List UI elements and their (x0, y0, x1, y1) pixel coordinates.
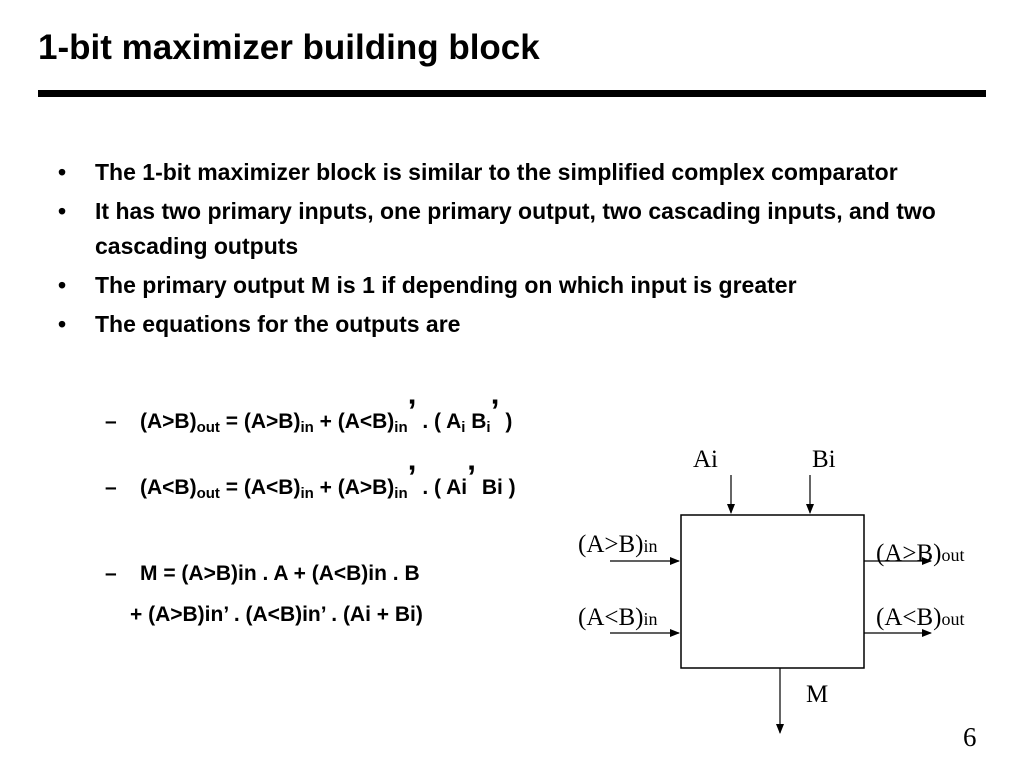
eq-term: (A<B) (140, 476, 197, 499)
eq-subscript: in (394, 485, 408, 502)
bullet-dot: • (58, 311, 67, 337)
eq-term: ) (499, 410, 513, 433)
label-subscript: in (643, 536, 658, 556)
bullet-item: • The primary output M is 1 if depending… (58, 268, 958, 303)
label-main: (A>B) (578, 531, 644, 558)
eq-prime: ’ (467, 459, 476, 495)
maximizer-block (680, 514, 865, 669)
equation-gt-out: – (A>B)out = (A>B)in + (A<B)in’ . ( Ai B… (105, 395, 513, 436)
dash-marker: – (105, 476, 117, 499)
dash-marker: – (105, 410, 117, 433)
eq-term: (A>B) (140, 410, 197, 433)
output-m-label: M (806, 681, 829, 708)
equation-m: – M = (A>B)in . A + (A<B)in . B (105, 562, 420, 586)
cascade-in-gt-label: (A>B)in (578, 532, 658, 557)
bullet-item: • The 1-bit maximizer block is similar t… (58, 155, 958, 190)
bullet-text: The equations for the outputs are (95, 311, 461, 337)
eq-term: = (A>B) (219, 410, 301, 433)
cascade-out-lt-label: (A<B)out (876, 605, 965, 630)
eq-subscript: i (486, 419, 491, 436)
cascade-out-gt-label: (A>B)out (876, 541, 965, 566)
label-main: (A>B) (876, 540, 942, 567)
bullet-dot: • (58, 272, 67, 298)
dash-marker: – (105, 562, 117, 585)
eq-term: . ( Ai (416, 476, 468, 499)
eq-subscript: i (461, 419, 466, 436)
eq-subscript: in (394, 419, 408, 436)
eq-prime: ’ (407, 393, 417, 429)
bullet-item: • It has two primary inputs, one primary… (58, 194, 958, 264)
label-subscript: in (643, 609, 658, 629)
bullet-text: It has two primary inputs, one primary o… (95, 198, 936, 259)
equation-lt-out: – (A<B)out = (A<B)in + (A>B)in’ . ( Ai’ … (105, 461, 516, 502)
bullet-text: The 1-bit maximizer block is similar to … (95, 159, 898, 185)
input-bi-label: Bi (812, 446, 836, 473)
label-main: (A<B) (578, 604, 644, 631)
title-divider (38, 90, 986, 97)
eq-subscript: out (196, 485, 220, 502)
bullet-text: The primary output M is 1 if depending o… (95, 272, 797, 298)
eq-prime: ’ (407, 459, 417, 495)
eq-subscript: out (196, 419, 220, 436)
bullet-dot: • (58, 198, 67, 224)
bullet-dot: • (58, 159, 67, 185)
label-subscript: out (941, 545, 965, 565)
eq-subscript: in (300, 485, 314, 502)
bullet-list: • The 1-bit maximizer block is similar t… (58, 155, 958, 346)
slide-title: 1-bit maximizer building block (38, 28, 540, 67)
eq-term: + (A>B) (313, 476, 395, 499)
input-ai-label: Ai (693, 446, 718, 473)
eq-subscript: in (300, 419, 314, 436)
cascade-in-lt-label: (A<B)in (578, 605, 658, 630)
bullet-item: • The equations for the outputs are (58, 307, 958, 342)
eq-term: = (A<B) (219, 476, 301, 499)
eq-prime: ’ (490, 393, 500, 429)
equation-m-continuation: + (A>B)in’ . (A<B)in’ . (Ai + Bi) (130, 603, 423, 626)
label-subscript: out (941, 609, 965, 629)
slide-number: 6 (963, 722, 977, 752)
label-main: (A<B) (876, 604, 942, 631)
eq-term: B (465, 410, 487, 433)
eq-term: Bi ) (475, 476, 516, 499)
eq-term: + (A<B) (313, 410, 395, 433)
eq-line: M = (A>B)in . A + (A<B)in . B (140, 562, 420, 585)
eq-term: . ( A (416, 410, 462, 433)
